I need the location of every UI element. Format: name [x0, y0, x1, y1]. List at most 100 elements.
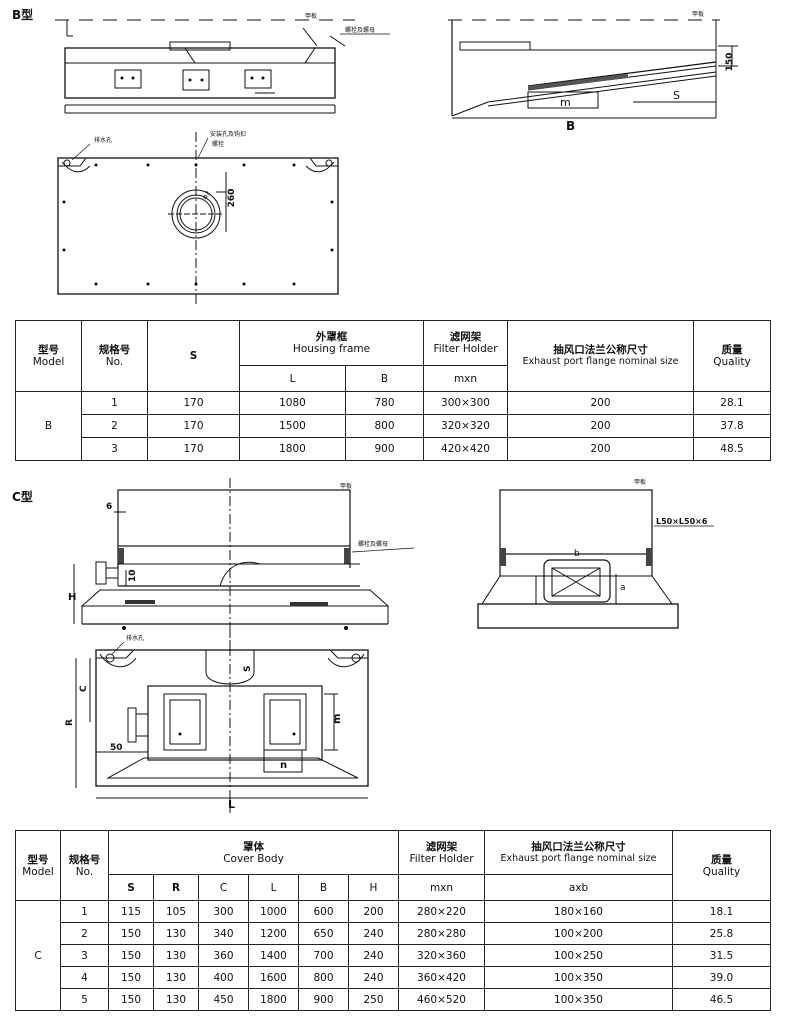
cell-r: 130	[153, 966, 199, 989]
cell-axb: 100×350	[484, 966, 673, 989]
cell-mxn: 460×520	[398, 988, 485, 1011]
cell-h: 240	[348, 944, 399, 967]
cell-h: 200	[348, 900, 399, 923]
header-filter-cn: 滤网架	[449, 331, 482, 343]
b-dim-b: B	[566, 119, 575, 133]
cell-l: 1800	[239, 437, 346, 461]
cell-r: 105	[153, 900, 199, 923]
cell-axb: 180×160	[484, 900, 673, 923]
header-no-en: No.	[75, 865, 94, 878]
cell-l: 1200	[248, 922, 299, 945]
b-bolt-nut-label: 螺栓及螺母	[345, 26, 375, 34]
spec-table-b: 型号 Model 规格号 No. S 外罩框 Housing frame 滤网架…	[15, 320, 771, 461]
cell-r: 130	[153, 944, 199, 967]
header-quality-cn: 质量	[711, 853, 732, 866]
header-model: 型号 Model	[15, 830, 61, 901]
header-quality: 质量 Quality	[693, 320, 771, 392]
cell-r: 130	[153, 922, 199, 945]
cell-b: 800	[298, 966, 349, 989]
cell-no: 4	[60, 966, 109, 989]
cell-s: 150	[108, 966, 154, 989]
cell-l: 1600	[248, 966, 299, 989]
header-model: 型号 Model	[15, 320, 82, 392]
cell-quality: 28.1	[693, 391, 771, 415]
cell-mxn: 280×280	[398, 922, 485, 945]
header-r: R	[153, 874, 199, 901]
cell-c: 300	[198, 900, 249, 923]
model-cell: B	[15, 391, 82, 461]
header-filter-en: Filter Holder	[433, 343, 498, 355]
header-quality: 质量 Quality	[672, 830, 771, 901]
header-filter-cn: 滤网架	[425, 840, 458, 853]
b-dim-phi: φ?	[201, 190, 213, 202]
b-front-plate-label: 甲板	[305, 12, 317, 20]
table-row: C 1 115 105 300 1000 600 200 280×220 180…	[15, 900, 771, 1011]
header-s-text: S	[189, 350, 198, 362]
cell-h: 240	[348, 966, 399, 989]
c-front-plate-label: 甲板	[340, 482, 352, 490]
header-cover-en: Cover Body	[223, 852, 284, 865]
cell-s: 170	[147, 414, 240, 438]
cell-mxn: 300×300	[423, 391, 508, 415]
cell-s: 150	[108, 988, 154, 1011]
header-l: L	[239, 365, 346, 392]
cell-quality: 46.5	[672, 988, 771, 1011]
b-dim-150: 150	[725, 53, 735, 72]
b-mount-hole-label: 安装孔及钩扣	[210, 130, 246, 138]
cell-quality: 18.1	[672, 900, 771, 923]
header-no-cn: 规格号	[98, 344, 131, 356]
c-plan-view-drawing: 50 R C S m n L 排水孔	[65, 628, 369, 813]
b-front-elevation-drawing: 甲板 螺栓及螺母	[55, 12, 390, 114]
c-side-plate-label: 甲板	[634, 478, 646, 486]
b-dim-m: m	[560, 96, 571, 109]
header-housing-cn: 外罩框	[315, 331, 348, 343]
cell-b: 600	[298, 900, 349, 923]
cell-h: 240	[348, 922, 399, 945]
cell-s: 170	[147, 437, 240, 461]
cell-b: 780	[345, 391, 424, 415]
c-dim-6: 6	[106, 502, 112, 512]
c-angle-label: L50×L50×6	[656, 517, 708, 526]
cell-s: 150	[108, 922, 154, 945]
cell-quality: 48.5	[693, 437, 771, 461]
table-row: 3 150 130 360 1400 700 240 320×360 100×2…	[16, 944, 771, 967]
c-front-elevation-drawing: H 10 6 甲板 螺栓及螺母	[68, 478, 415, 646]
header-housing: 外罩框 Housing frame	[239, 320, 424, 366]
header-mxn: mxn	[423, 365, 508, 392]
cell-axb: 100×350	[484, 988, 673, 1011]
c-dim-10: 10	[128, 569, 138, 582]
table-row: 5 150 130 450 1800 900 250 460×520 100×3…	[16, 988, 771, 1011]
c-drain-hole-label: 排水孔	[126, 634, 144, 642]
header-flange: 抽风口法兰公称尺寸 Exhaust port flange nominal si…	[484, 830, 673, 875]
header-quality-en: Quality	[713, 356, 751, 368]
header-no: 规格号 No.	[60, 830, 109, 901]
c-dim-c: C	[79, 685, 89, 692]
cell-no: 5	[60, 988, 109, 1011]
header-housing-en: Housing frame	[292, 343, 371, 355]
cell-mxn: 420×420	[423, 437, 508, 461]
cell-no: 3	[81, 437, 148, 461]
cell-s: 150	[108, 944, 154, 967]
c-dim-h: H	[68, 592, 76, 603]
header-flange-cn: 抽风口法兰公称尺寸	[531, 840, 626, 853]
header-no-cn: 规格号	[68, 853, 101, 866]
header-flange-en: Exhaust port flange nominal size	[500, 852, 657, 864]
header-flange-en: Exhaust port flange nominal size	[522, 356, 679, 367]
cell-mxn: 280×220	[398, 900, 485, 923]
cell-c: 360	[198, 944, 249, 967]
c-dim-n: n	[280, 760, 287, 771]
header-model-cn: 型号	[38, 344, 59, 356]
cell-quality: 37.8	[693, 414, 771, 438]
header-model-en: Model	[32, 356, 65, 368]
cell-r: 130	[153, 988, 199, 1011]
header-mxn: mxn	[398, 874, 485, 901]
cell-quality: 39.0	[672, 966, 771, 989]
cell-b: 900	[345, 437, 424, 461]
header-h: H	[348, 874, 399, 901]
header-s: S	[147, 320, 240, 392]
spec-table-c: 型号 Model 规格号 No. 罩体 Cover Body 滤网架 Filte…	[15, 830, 771, 1011]
section-b-label: B型	[12, 8, 34, 22]
cell-no: 3	[60, 944, 109, 967]
cell-axb: 100×250	[484, 944, 673, 967]
header-b: B	[345, 365, 424, 392]
